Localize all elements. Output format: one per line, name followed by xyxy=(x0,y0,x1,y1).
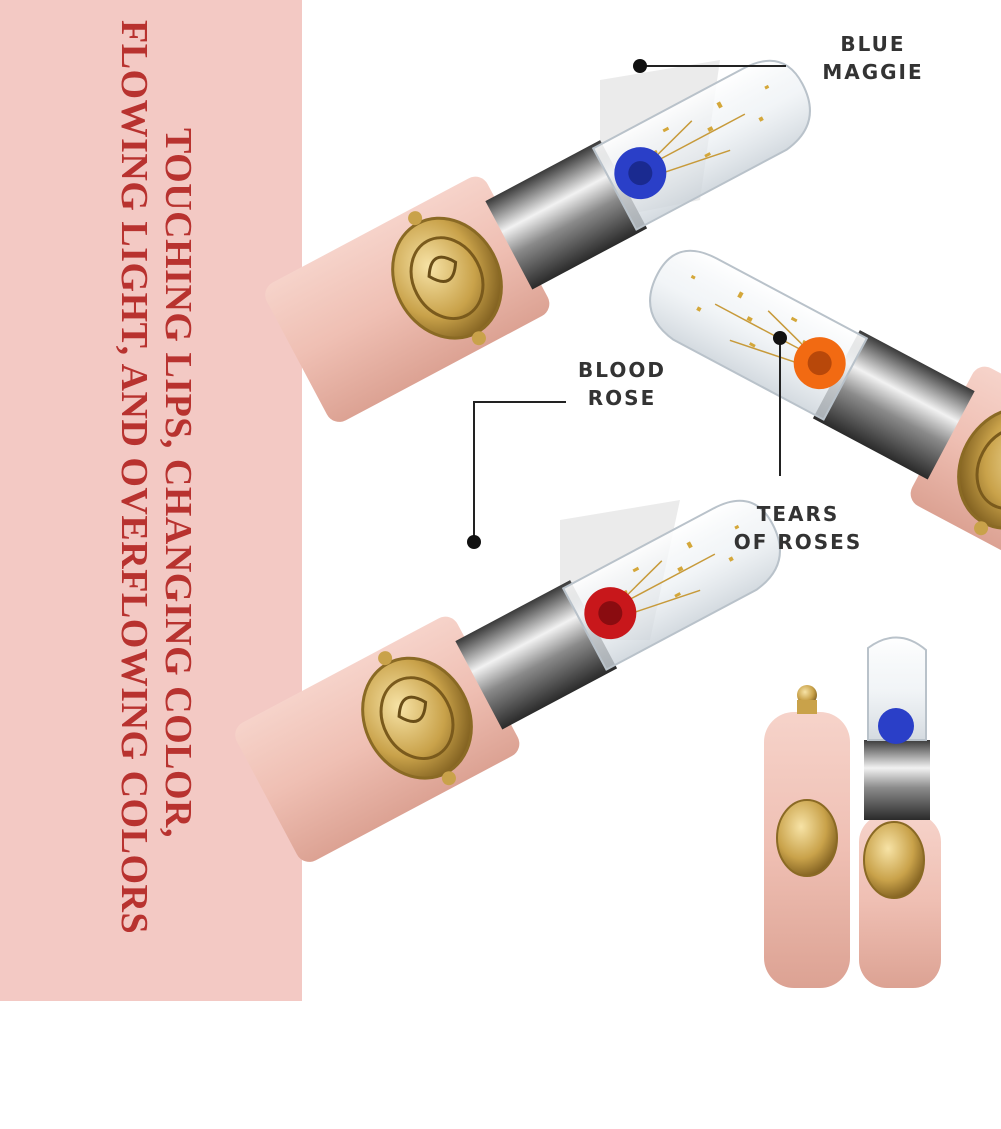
label-blue-line-1: BLUE xyxy=(840,32,906,56)
callout-lines xyxy=(473,65,786,540)
lipstick-illustration xyxy=(228,17,1001,988)
slogan-line-1: TOUCHING LIPS, CHANGING COLOR, xyxy=(157,128,199,839)
product-image: TOUCHING LIPS, CHANGING COLOR, FLOWING L… xyxy=(0,0,1001,1001)
slogan-line-2: FLOWING LIGHT, AND OVERFLOWING COLORS xyxy=(113,20,155,935)
lipstick-blue-maggie xyxy=(258,17,843,429)
label-blood-line-1: BLOOD xyxy=(578,358,666,382)
label-blood-line-2: ROSE xyxy=(587,386,657,410)
label-tears-of-roses: TEARS OF ROSES xyxy=(732,500,864,556)
label-blue-line-2: MAGGIE xyxy=(822,60,924,84)
slogan-panel: TOUCHING LIPS, CHANGING COLOR, FLOWING L… xyxy=(0,0,302,1001)
lipstick-blood-rose xyxy=(228,457,813,869)
label-tears-line-1: TEARS xyxy=(756,502,840,526)
label-tears-line-2: OF ROSES xyxy=(733,530,863,554)
label-blood-rose: BLOOD ROSE xyxy=(570,356,674,412)
label-blue-maggie: BLUE MAGGIE xyxy=(818,30,928,86)
standing-lipstick-pair xyxy=(764,636,941,988)
lipstick-tears-of-roses xyxy=(617,207,1001,619)
